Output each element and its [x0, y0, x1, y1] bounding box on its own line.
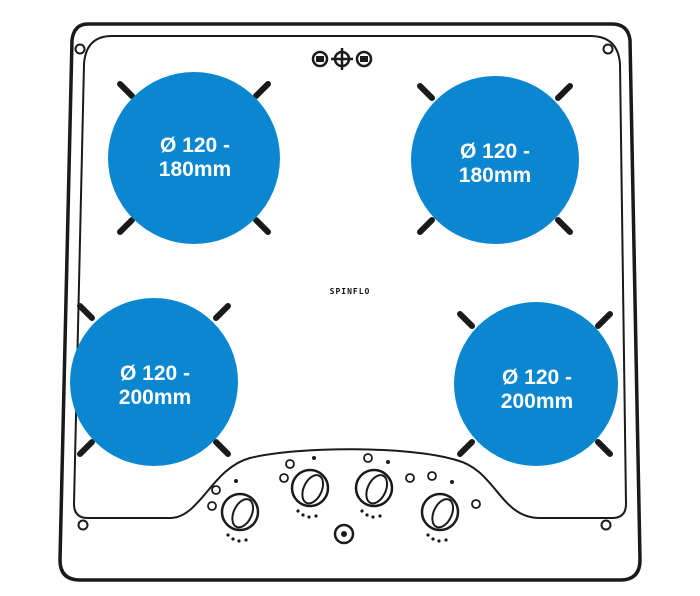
gas-symbol-icon [311, 48, 373, 70]
knob-icon[interactable] [420, 471, 481, 532]
burner-front-left [70, 298, 238, 466]
knob-icon[interactable] [354, 453, 415, 508]
knob-tick-marks [226, 509, 448, 543]
burner-rear-right [411, 76, 579, 244]
hob-inner-panel [72, 35, 628, 519]
brand-logo: SPINFLO [329, 287, 371, 296]
burner-front-right [454, 302, 618, 466]
burner-rear-left [108, 72, 280, 244]
ignition-button-icon[interactable] [333, 523, 355, 545]
knob-icon[interactable] [279, 456, 330, 508]
pan-support-bars [77, 81, 613, 457]
mounting-hole-icon [74, 43, 614, 531]
knob-icon[interactable] [207, 479, 260, 532]
